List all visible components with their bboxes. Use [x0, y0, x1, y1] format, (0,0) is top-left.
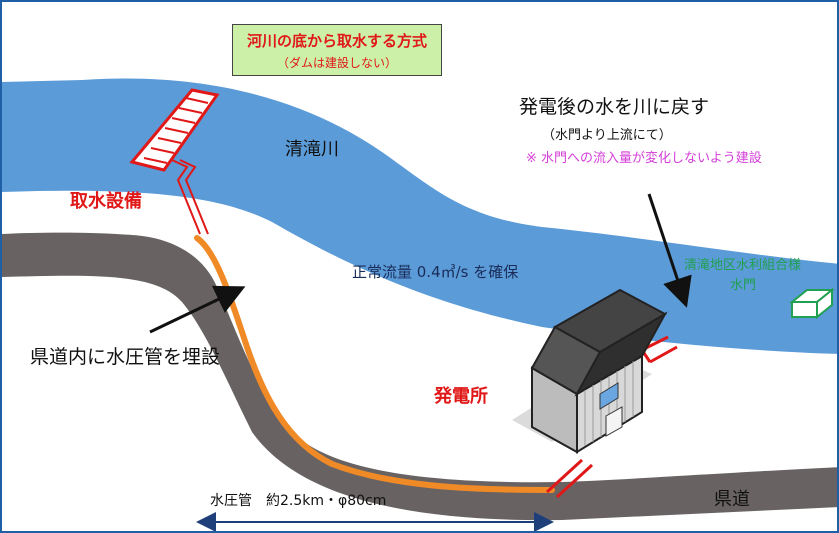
return-title: 発電後の水を川に戻す — [519, 96, 710, 118]
intake-connector — [171, 159, 209, 235]
callout-title: 河川の底から取水する方式 — [246, 32, 427, 50]
intake-method-callout: 河川の底から取水する方式 （ダムは建設しない） — [232, 24, 442, 76]
buried-penstock-label: 県道内に水圧管を埋設 — [30, 346, 221, 368]
callout-subtitle: （ダムは建設しない） — [276, 56, 397, 70]
sluice-label-line1: 清滝地区水利組合様 — [684, 258, 802, 273]
outlet-pipe — [545, 458, 594, 499]
return-subtitle: （水門より上流にて） — [542, 128, 672, 143]
sluice-label-line2: 水門 — [730, 278, 757, 293]
return-note: ※ 水門への流入量が変化しないよう建設 — [526, 151, 762, 166]
powerhouse-label: 発電所 — [434, 386, 488, 407]
buried-arrow — [149, 285, 246, 334]
prefectural-road-label: 県道 — [714, 489, 750, 510]
powerhouse-building-icon — [512, 288, 668, 454]
intake-facility-label: 取水設備 — [70, 191, 142, 212]
intake-grate-icon — [129, 88, 220, 172]
sluice-gate-icon — [789, 287, 835, 320]
river — [2, 78, 837, 354]
penstock-spec-label: 水圧管 約2.5km・φ80cm — [210, 493, 387, 509]
return-arrow — [647, 193, 692, 308]
normal-flow-label: 正常流量 0.4㎥/s を確保 — [352, 263, 519, 281]
river-name-label: 清滝川 — [285, 139, 339, 160]
